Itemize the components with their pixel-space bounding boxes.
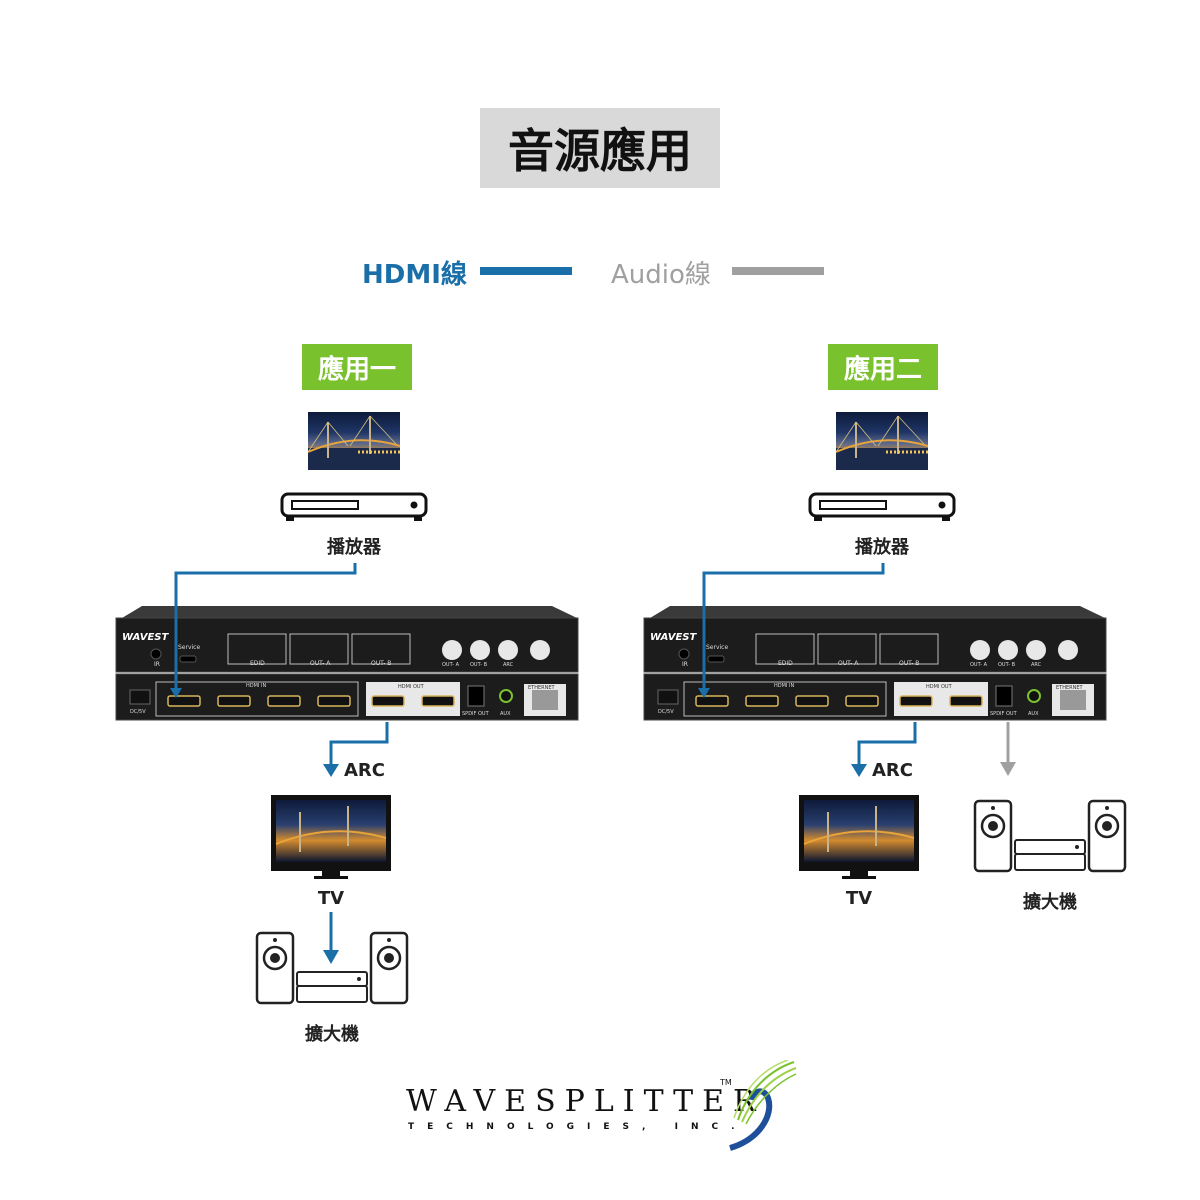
app2-ir-label: IR xyxy=(682,661,688,668)
app1-aux-label: AUX xyxy=(500,711,511,717)
app1-source-image xyxy=(308,412,400,470)
app1-btn-out-a-label: OUT- A xyxy=(442,662,460,668)
app2-aux-label: AUX xyxy=(1028,711,1039,717)
legend-audio-line xyxy=(732,267,824,275)
app1-tag: 應用一 xyxy=(302,344,412,390)
app1-brand-logo: WAVEST xyxy=(122,632,169,643)
legend-audio-label: Audio線 xyxy=(611,260,711,290)
app2-tv-icon xyxy=(799,795,919,879)
logo-subtitle: TECHNOLOGIES, INC. xyxy=(408,1122,748,1132)
app2-btn-arc-label: ARC xyxy=(1031,662,1042,668)
app1-edid-label: EDID xyxy=(250,660,265,667)
app2-dc-label: DC/5V xyxy=(658,709,674,715)
app2-btn-out-b-label: OUT- B xyxy=(998,662,1016,668)
app1-amp-icon xyxy=(255,931,409,1005)
app2-out-a-label: OUT- A xyxy=(838,660,859,667)
app1-btn-arc-label: ARC xyxy=(503,662,514,668)
legend-hdmi-label: HDMI線 xyxy=(362,260,467,290)
app1-amp-label: 擴大機 xyxy=(305,1024,359,1045)
app2-player-label: 播放器 xyxy=(855,537,909,558)
logo-tm: TM xyxy=(720,1078,732,1087)
app1-player-icon xyxy=(280,492,428,521)
app1-out-a-label: OUT- A xyxy=(310,660,331,667)
app2-brand-logo: WAVEST xyxy=(650,632,697,643)
app2-tv-label: TV xyxy=(845,888,873,909)
app2-edid-label: EDID xyxy=(778,660,793,667)
logo-swoosh-icon xyxy=(729,1060,797,1151)
app2-service-label: Service xyxy=(706,644,729,651)
app2-source-image xyxy=(836,412,928,470)
app1-out-b-label: OUT- B xyxy=(371,660,392,667)
app1-hdmi-out-label: HDMI OUT xyxy=(398,684,424,690)
app2-ethernet-label: ETHERNET xyxy=(1056,685,1083,691)
app1-arc-label: ARC xyxy=(344,760,386,781)
legend-hdmi-line xyxy=(480,267,572,275)
app1-dc-label: DC/5V xyxy=(130,709,146,715)
app1-player-label: 播放器 xyxy=(327,537,381,558)
app1-hdmi-in-label: HDMI IN xyxy=(246,683,267,689)
app1-spdif-label: SPDIF OUT xyxy=(462,711,489,717)
app2-amp-icon xyxy=(973,799,1127,873)
app2-hdmi-in-label: HDMI IN xyxy=(774,683,795,689)
app2-arc-label: ARC xyxy=(872,760,914,781)
app1-ethernet-label: ETHERNET xyxy=(528,685,555,691)
app2-amp-label: 擴大機 xyxy=(1023,892,1077,913)
app1-service-label: Service xyxy=(178,644,201,651)
app2-tag: 應用二 xyxy=(828,344,938,390)
app2-spdif-label: SPDIF OUT xyxy=(990,711,1017,717)
company-logo: WAVESPLITTER TM TECHNOLOGIES, INC. xyxy=(400,1060,800,1156)
app1-btn-out-b-label: OUT- B xyxy=(470,662,488,668)
app2-switch-device: WAVEST Service IR EDID OUT- A OUT- B OUT… xyxy=(640,604,1110,722)
app1-switch-device: WAVEST Service IR EDID OUT- A OUT- B OUT… xyxy=(112,604,582,722)
app2-player-icon xyxy=(808,492,956,521)
app1-tv-icon xyxy=(271,795,391,879)
page-title: 音源應用 xyxy=(480,108,720,188)
app2-out-b-label: OUT- B xyxy=(899,660,920,667)
app2-hdmi-out-label: HDMI OUT xyxy=(926,684,952,690)
logo-name: WAVESPLITTER xyxy=(406,1084,765,1119)
app1-tv-label: TV xyxy=(317,888,345,909)
app1-ir-label: IR xyxy=(154,661,160,668)
app2-btn-out-a-label: OUT- A xyxy=(970,662,988,668)
